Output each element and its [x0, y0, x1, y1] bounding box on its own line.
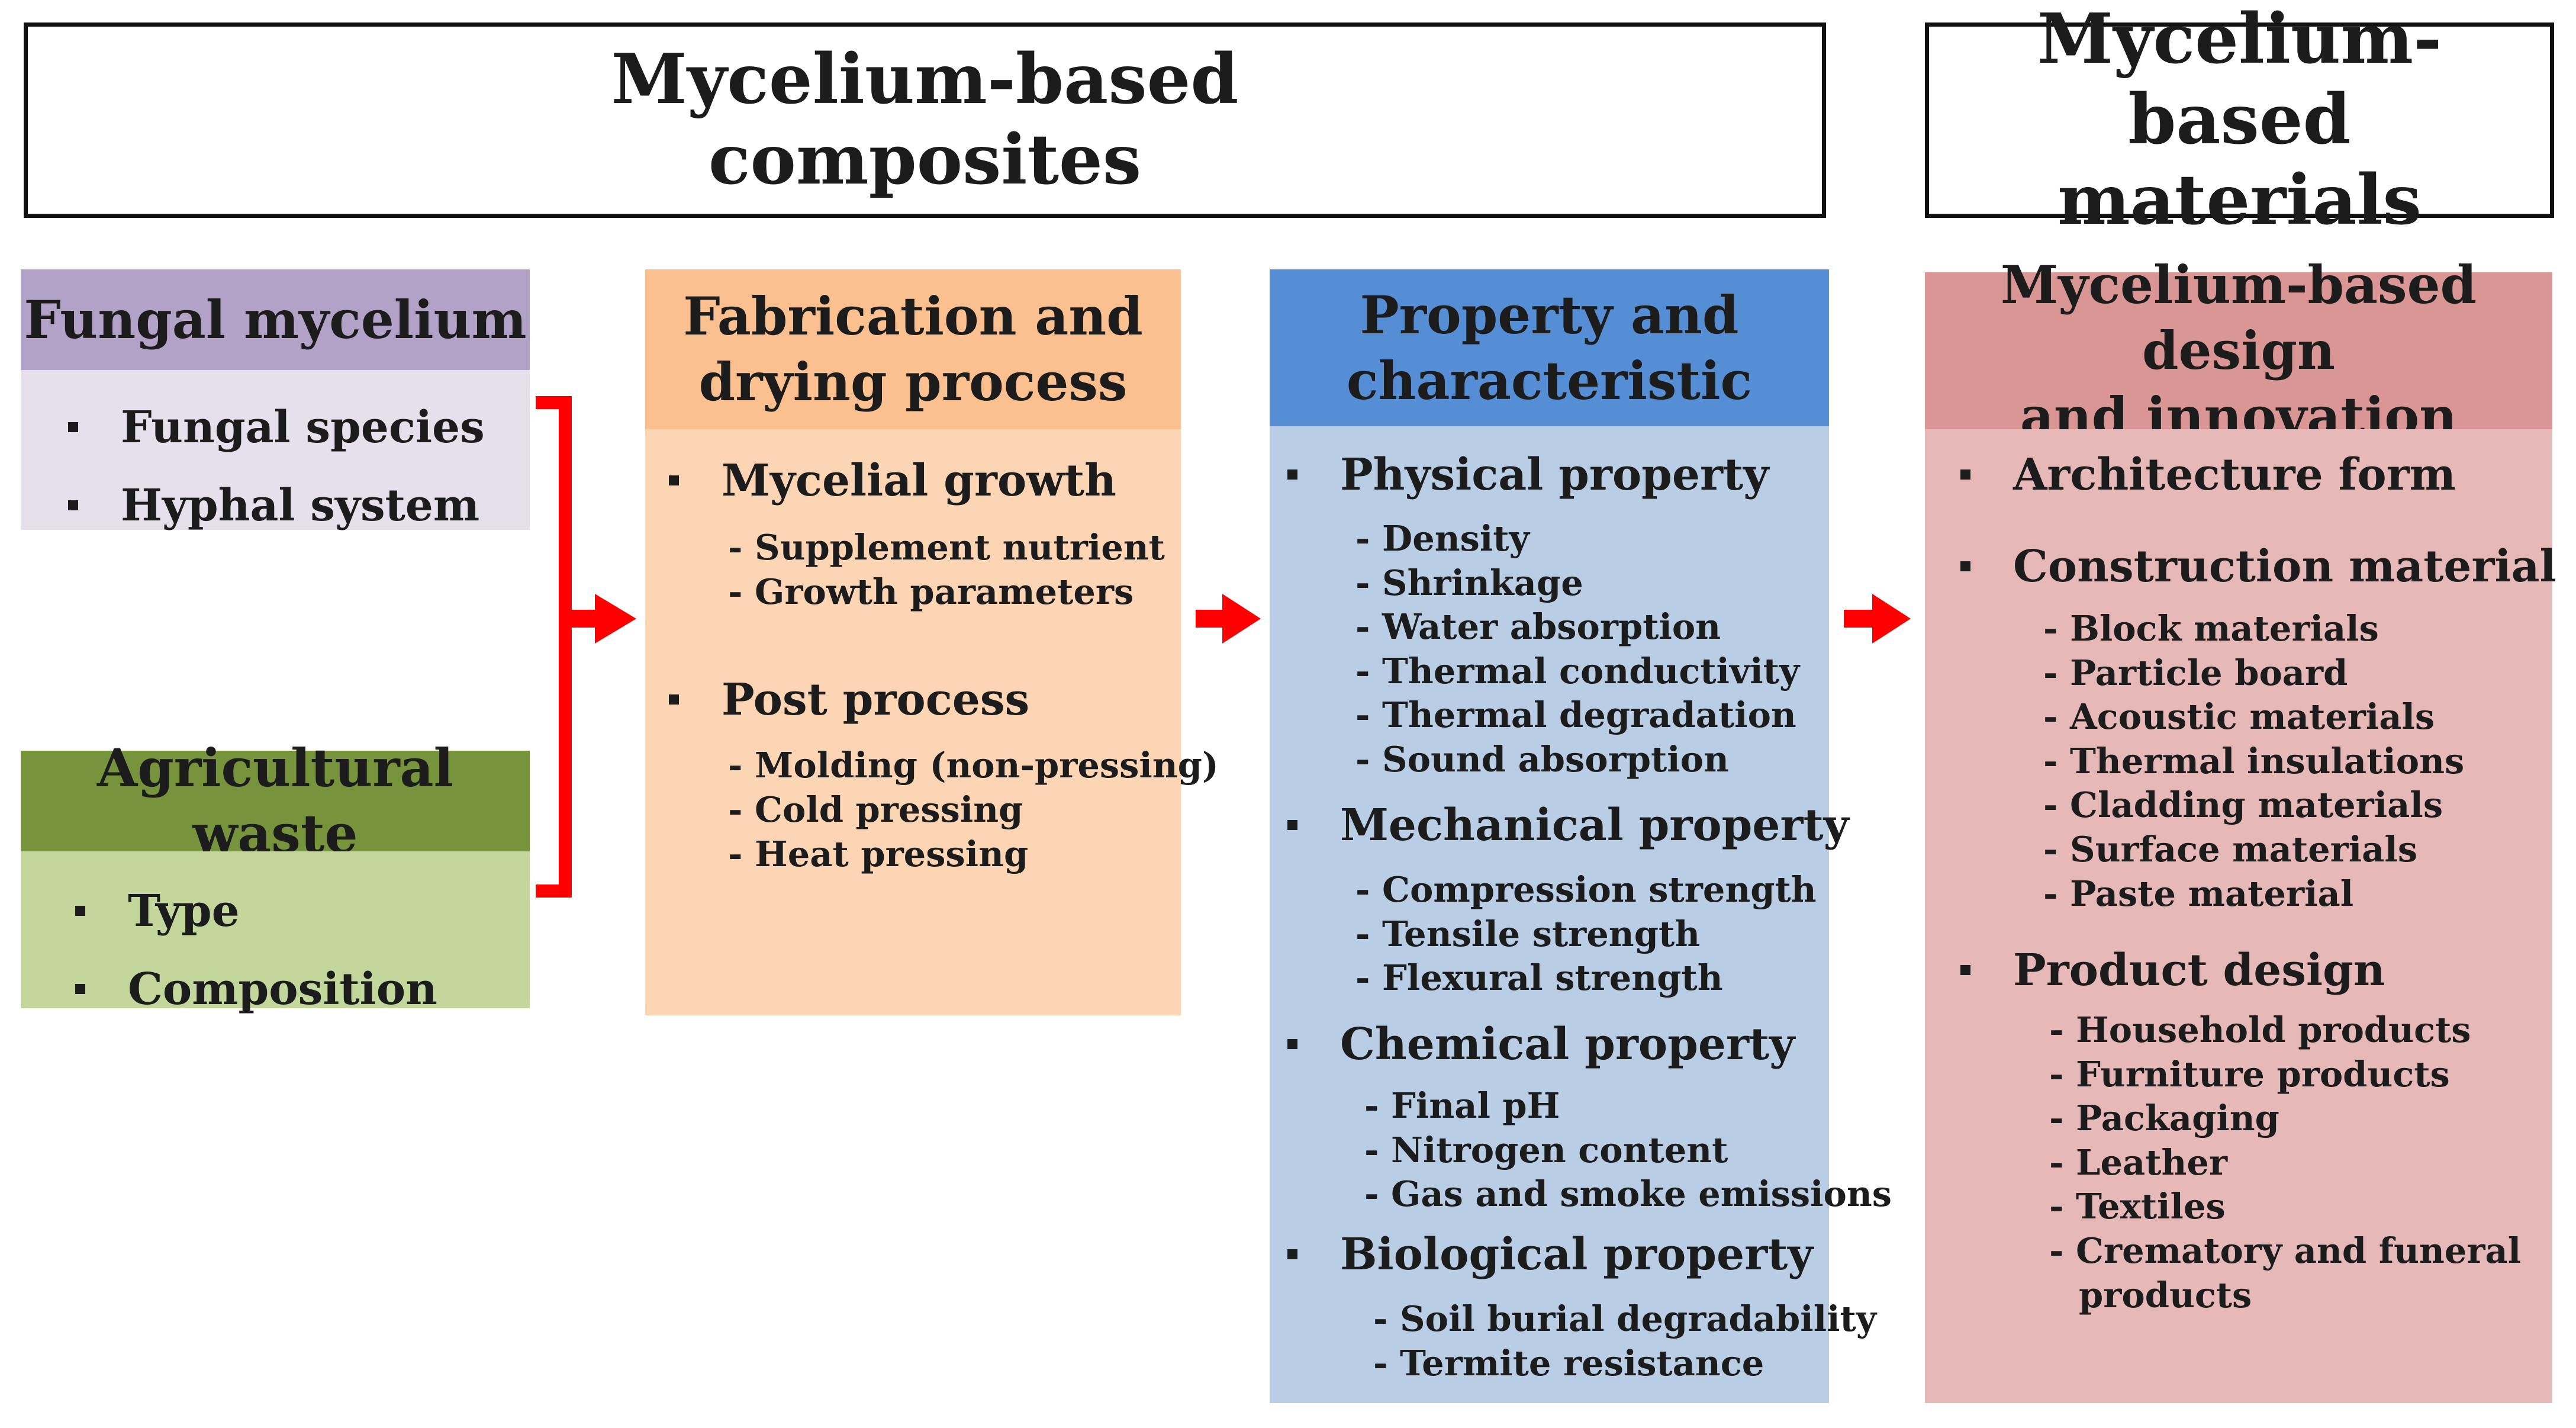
- agricultural-waste-body: Type Composition: [21, 851, 530, 1011]
- property-item: - Compression strength: [1355, 869, 1817, 910]
- design-item: - Paste material: [2043, 873, 2354, 914]
- design-item: - Leather: [2049, 1142, 2228, 1183]
- property-body: Physical property - Density - Shrinkage …: [1270, 426, 1892, 1403]
- design-group-product: Product design: [1960, 948, 2385, 992]
- composites-title-box: Mycelium-based composites: [24, 22, 1826, 218]
- design-body: Architecture form Construction material …: [1925, 429, 2556, 1403]
- fungal-item-hyphal: Hyphal system: [68, 484, 479, 528]
- design-item: - Acoustic materials: [2043, 696, 2435, 737]
- fungal-item-species: Fungal species: [68, 406, 485, 449]
- property-item: - Water absorption: [1355, 606, 1721, 647]
- materials-title: Mycelium-based materials: [2037, 0, 2442, 240]
- design-item: - Surface materials: [2043, 829, 2418, 870]
- bracket-arrow-head: [595, 594, 636, 644]
- property-group-chemical: Chemical property: [1287, 1022, 1795, 1066]
- design-item: - Textiles: [2049, 1186, 2226, 1227]
- design-item: - Particle board: [2043, 652, 2348, 693]
- property-item: - Final pH: [1364, 1085, 1560, 1126]
- property-item: - Density: [1355, 518, 1530, 559]
- materials-title-box: Mycelium-based materials: [1925, 0, 2554, 240]
- bracket-connector: [536, 396, 572, 898]
- design-item: - Packaging: [2049, 1098, 2279, 1138]
- fungal-mycelium-header: Fungal mycelium: [21, 269, 530, 370]
- arrow-head-prop-to-design: [1872, 594, 1911, 644]
- property-item: - Flexural strength: [1355, 957, 1723, 998]
- fabrication-item: - Growth parameters: [728, 571, 1134, 612]
- agri-item-type: Type: [75, 889, 240, 933]
- property-item: - Gas and smoke emissions: [1364, 1173, 1892, 1214]
- fabrication-item: - Cold pressing: [728, 789, 1023, 830]
- agri-item-composition: Composition: [75, 967, 437, 1011]
- design-item: products: [2079, 1275, 2252, 1316]
- fabrication-group-post: Post process: [669, 678, 1029, 722]
- property-title: Property and characteristic: [1346, 284, 1753, 411]
- fabrication-item: - Heat pressing: [728, 834, 1029, 874]
- property-item: - Soil burial degradability: [1373, 1298, 1877, 1339]
- composites-title: Mycelium-based composites: [611, 39, 1239, 200]
- fabrication-header: Fabrication and drying process: [645, 269, 1181, 429]
- property-item: - Tensile strength: [1355, 914, 1701, 954]
- design-item: - Household products: [2049, 1009, 2471, 1050]
- property-item: - Thermal degradation: [1355, 694, 1796, 735]
- design-item: - Thermal insulations: [2043, 741, 2465, 781]
- property-item: - Termite resistance: [1373, 1343, 1764, 1384]
- design-item: - Cladding materials: [2043, 784, 2443, 825]
- fabrication-item: - Molding (non-pressing): [728, 745, 1219, 786]
- property-item: - Sound absorption: [1355, 739, 1729, 780]
- property-group-biological: Biological property: [1287, 1233, 1813, 1276]
- fabrication-group-growth: Mycelial growth: [669, 459, 1116, 503]
- fabrication-body: Mycelial growth - Supplement nutrient - …: [645, 429, 1219, 1015]
- fabrication-item: - Supplement nutrient: [728, 527, 1165, 568]
- property-header: Property and characteristic: [1270, 269, 1829, 426]
- design-item: - Crematory and funeral: [2049, 1230, 2522, 1271]
- property-item: - Thermal conductivity: [1355, 651, 1800, 692]
- arrow-head-fab-to-prop: [1222, 594, 1261, 644]
- agricultural-waste-header: Agricultural waste: [21, 737, 530, 864]
- fabrication-title: Fabrication and drying process: [683, 285, 1143, 413]
- property-item: - Shrinkage: [1355, 562, 1583, 603]
- design-item: - Block materials: [2043, 608, 2379, 649]
- design-group-architecture: Architecture form: [1960, 453, 2456, 497]
- property-item: - Nitrogen content: [1364, 1130, 1728, 1170]
- property-group-physical: Physical property: [1287, 453, 1769, 497]
- design-group-construction: Construction material: [1960, 545, 2556, 588]
- fungal-mycelium-body: Fungal species Hyphal system: [21, 370, 530, 530]
- design-item: - Furniture products: [2049, 1054, 2450, 1095]
- property-group-mechanical: Mechanical property: [1287, 803, 1849, 847]
